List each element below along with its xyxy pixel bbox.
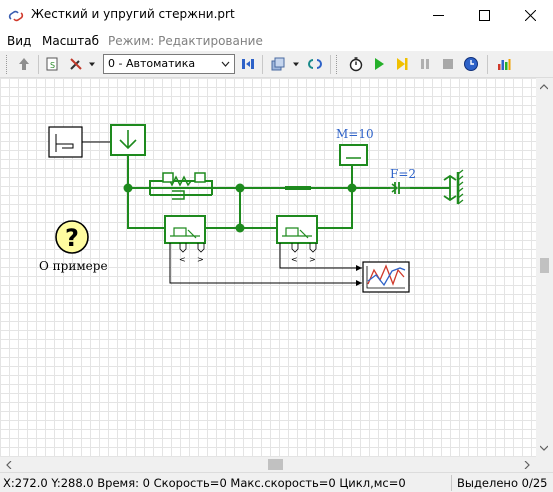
- status-time: Время: 0: [97, 476, 150, 490]
- menu-scale[interactable]: Масштаб: [42, 34, 100, 48]
- window-title: Жесткий и упругий стержни.prt: [31, 7, 235, 21]
- svg-text:>: >: [197, 255, 204, 264]
- pause-icon: [421, 59, 429, 69]
- close-icon: [524, 10, 536, 21]
- vertical-scroll-thumb[interactable]: [540, 258, 549, 273]
- menu-view[interactable]: Вид: [7, 34, 32, 48]
- status-coords: X:272.0 Y:288.0: [3, 476, 94, 490]
- play-button[interactable]: [369, 54, 389, 74]
- scroll-right-icon[interactable]: [523, 461, 531, 469]
- menu-bar: Вид Масштаб Режим: Редактирование: [0, 31, 553, 51]
- chart-icon: [498, 59, 511, 70]
- clock-button[interactable]: [461, 54, 481, 74]
- scroll-corner: [536, 457, 553, 472]
- svg-text:>: >: [309, 255, 316, 264]
- help-label: О примере: [39, 259, 108, 273]
- scroll-down-icon[interactable]: [540, 444, 548, 452]
- mode-select-value: 0 - Автоматика: [108, 57, 196, 70]
- force-label: F=2: [390, 167, 416, 181]
- toolbar-grip[interactable]: [6, 55, 9, 74]
- tools-dropdown[interactable]: [86, 54, 98, 74]
- clock-icon: [464, 57, 478, 71]
- scroll-up-icon[interactable]: [540, 83, 548, 91]
- status-speed: Скорость=0: [153, 476, 227, 490]
- arrow-up-icon: [19, 58, 29, 70]
- swap-icon: [242, 59, 254, 69]
- stopwatch-button[interactable]: [346, 54, 366, 74]
- minimize-icon: [432, 15, 444, 16]
- tools-icon: [70, 58, 82, 70]
- chevron-down-icon: [89, 62, 95, 67]
- mode-label: Режим: Редактирование: [108, 34, 263, 48]
- minimize-button[interactable]: [415, 0, 461, 31]
- schematic-canvas[interactable]: < > < > M=10 F=2 ? О примере: [0, 78, 536, 457]
- status-info: X:272.0 Y:288.0 Время: 0 Скорость=0 Макс…: [3, 476, 406, 490]
- toolbar: S 0 - Автоматика: [0, 51, 553, 78]
- mass-label: M=10: [336, 127, 374, 141]
- script-button[interactable]: S: [42, 54, 62, 74]
- tools-button[interactable]: [66, 54, 86, 74]
- layers-icon: [271, 57, 285, 71]
- help-icon[interactable]: [55, 220, 89, 254]
- svg-text:<: <: [291, 255, 298, 264]
- chart-button[interactable]: [494, 54, 514, 74]
- close-button[interactable]: [507, 0, 553, 31]
- link-button[interactable]: [305, 54, 325, 74]
- stop-button[interactable]: [438, 54, 458, 74]
- mode-select[interactable]: 0 - Автоматика: [103, 54, 235, 74]
- svg-text:S: S: [50, 61, 55, 70]
- stop-icon: [443, 59, 453, 69]
- status-bar: X:272.0 Y:288.0 Время: 0 Скорость=0 Макс…: [0, 472, 553, 492]
- help-symbol: ?: [65, 224, 79, 252]
- maximize-icon: [478, 10, 490, 21]
- status-selected: Выделено 0/25: [457, 476, 548, 490]
- step-button[interactable]: [392, 54, 412, 74]
- vertical-scrollbar[interactable]: [536, 78, 553, 457]
- scroll-left-icon[interactable]: [5, 461, 13, 469]
- chevron-down-icon: [293, 62, 299, 67]
- stopwatch-icon: [349, 57, 363, 72]
- layers-dropdown[interactable]: [290, 54, 302, 74]
- play-icon: [375, 58, 384, 70]
- step-icon: [397, 58, 408, 70]
- script-icon: S: [46, 57, 58, 71]
- layers-button[interactable]: [268, 54, 288, 74]
- horizontal-scroll-thumb[interactable]: [268, 459, 283, 470]
- toolbar-grip-2[interactable]: [336, 55, 339, 74]
- status-max-speed: Макс.скорость=0: [230, 476, 336, 490]
- arrow-up-button[interactable]: [14, 54, 34, 74]
- schematic-diagram: < > < > M=10 F=2 ? О примере: [39, 124, 464, 293]
- title-bar[interactable]: Жесткий и упругий стержни.prt: [0, 0, 553, 31]
- link-icon: [308, 59, 322, 69]
- svg-text:<: <: [179, 255, 186, 264]
- status-cycle: Цикл,мс=0: [339, 476, 406, 490]
- maximize-button[interactable]: [461, 0, 507, 31]
- swap-button[interactable]: [238, 54, 258, 74]
- link-icon: [8, 10, 24, 22]
- chevron-down-icon: [221, 61, 230, 67]
- horizontal-scrollbar[interactable]: [0, 457, 536, 472]
- pause-button[interactable]: [415, 54, 435, 74]
